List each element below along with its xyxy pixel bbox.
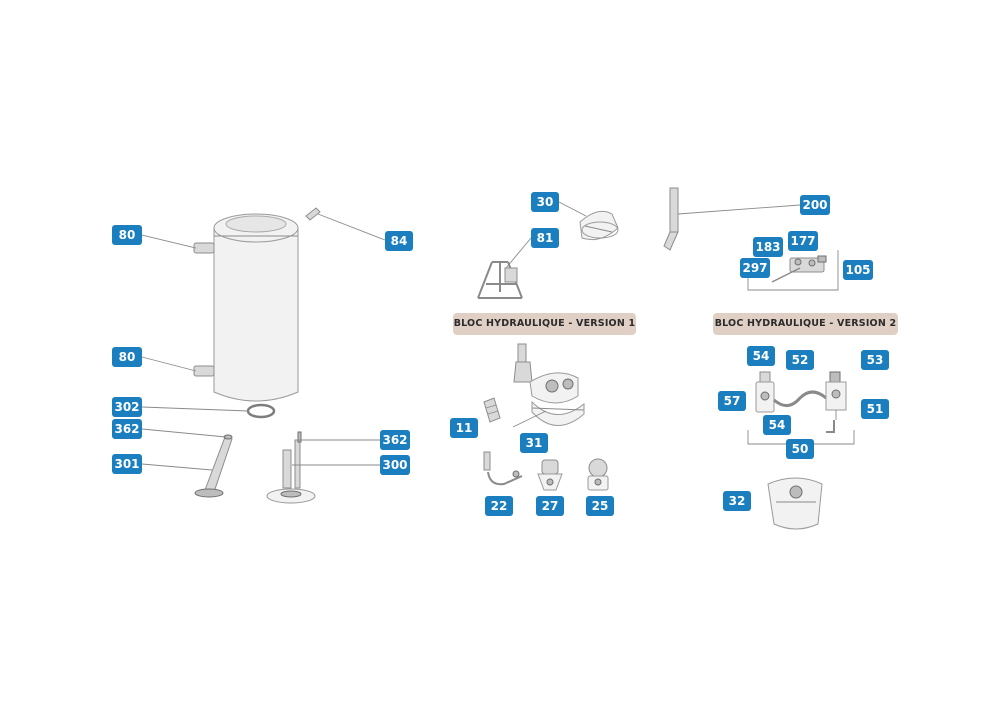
callout-31: 31 (520, 433, 548, 453)
callout-52: 52 (786, 350, 814, 370)
leader-lines (141, 201, 801, 471)
callout-362-left: 362 (112, 419, 142, 439)
callout-27: 27 (536, 496, 564, 516)
drain-valve-part (826, 420, 835, 433)
callout-80-top: 80 (112, 225, 142, 245)
callout-25: 25 (586, 496, 614, 516)
wall-bracket-bottom (193, 365, 215, 377)
hydraulic-block-v2-assembly (755, 371, 847, 420)
callout-177: 177 (788, 231, 818, 251)
mixing-valve-part (537, 459, 563, 491)
support-stand-part (477, 261, 523, 299)
callout-54-top: 54 (747, 346, 775, 366)
heating-element-flange (194, 434, 233, 498)
callout-22: 22 (485, 496, 513, 516)
banner-bloc-v1: BLOC HYDRAULIQUE - VERSION 1 (453, 313, 636, 335)
callout-30: 30 (531, 192, 559, 212)
callout-32: 32 (723, 491, 751, 511)
callout-57: 57 (718, 391, 746, 411)
cover-cap-part (579, 210, 619, 241)
safety-valve-part (483, 451, 523, 486)
top-fixing-bracket (305, 207, 321, 221)
connector-fitting-part (483, 397, 501, 423)
wall-bracket-top (193, 242, 215, 254)
tank-body (213, 213, 299, 402)
gasket-ring (246, 403, 276, 419)
callout-84: 84 (385, 231, 413, 251)
callout-300: 300 (380, 455, 410, 475)
heating-element-rod (266, 431, 316, 504)
callout-183: 183 (753, 237, 783, 257)
callout-54-bottom: 54 (763, 415, 791, 435)
pressure-reducer-part (587, 458, 609, 491)
callout-50: 50 (786, 439, 814, 459)
banner-bloc-v2: BLOC HYDRAULIQUE - VERSION 2 (713, 313, 898, 335)
hydraulic-block-v1-assembly (513, 343, 585, 426)
callout-362-right: 362 (380, 430, 410, 450)
banner-bloc-hydraulique-v1: BLOC HYDRAULIQUE - VERSION 1 (453, 313, 636, 335)
callout-301: 301 (112, 454, 142, 474)
callout-200: 200 (800, 195, 830, 215)
callout-11: 11 (450, 418, 478, 438)
callout-297: 297 (740, 258, 770, 278)
callout-51: 51 (861, 399, 889, 419)
protective-cover-part (767, 477, 823, 530)
callout-53: 53 (861, 350, 889, 370)
callout-80-bottom: 80 (112, 347, 142, 367)
callout-105: 105 (843, 260, 873, 280)
anode-rod-part (663, 187, 679, 251)
thermostat-assembly (747, 250, 839, 291)
banner-bloc-hydraulique-v2: BLOC HYDRAULIQUE - VERSION 2 (713, 313, 898, 335)
callout-302: 302 (112, 397, 142, 417)
callout-81: 81 (531, 228, 559, 248)
